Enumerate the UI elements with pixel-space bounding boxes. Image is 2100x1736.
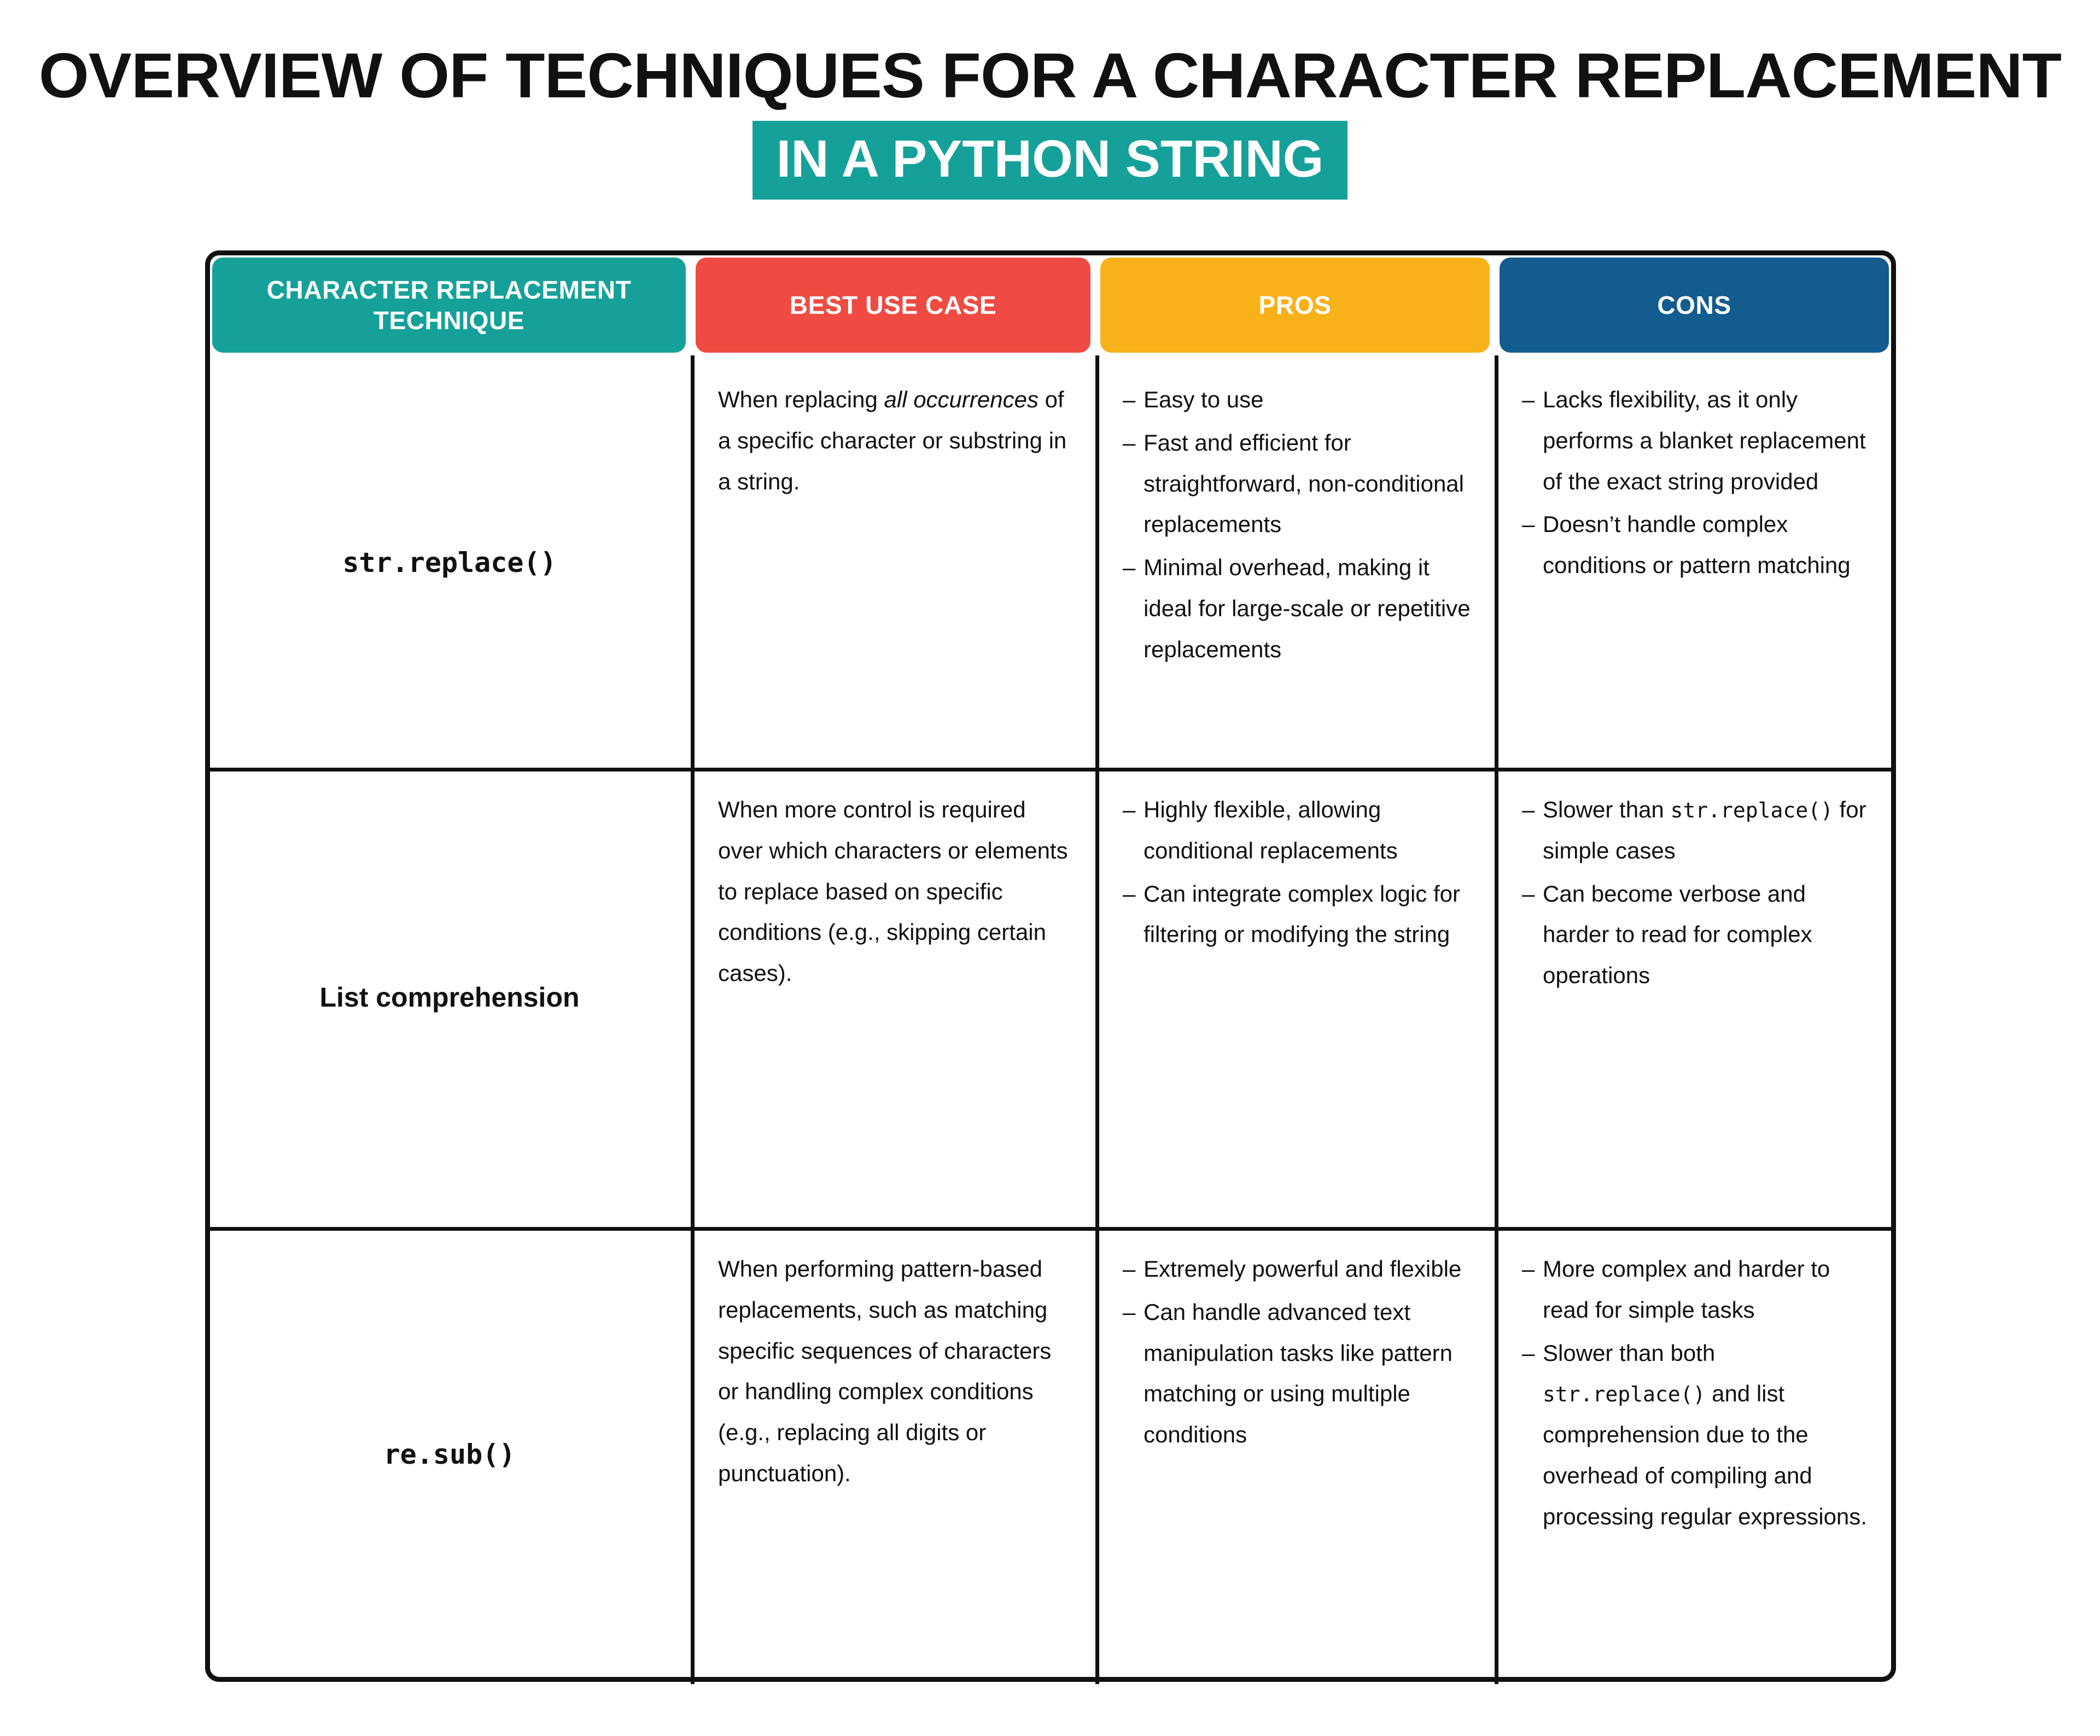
column-header-best-use-case: Best Use Case: [696, 258, 1090, 353]
list-item: Doesn’t handle complex conditions or pat…: [1522, 504, 1872, 586]
list-item: Highly flexible, allowing conditional re…: [1123, 790, 1471, 872]
list-item: Can handle advanced text manipulation ta…: [1123, 1292, 1471, 1456]
technique-name-re-sub: re.sub(): [383, 1438, 516, 1470]
best-use-case-text-2: When more control is required over which…: [718, 797, 1068, 986]
list-item: Can become verbose and harder to read fo…: [1522, 874, 1872, 996]
best-use-case-emphasis-1: all occurrences: [884, 387, 1039, 412]
table-row-2-best-use-case-cell: When more control is required over which…: [691, 765, 1095, 1229]
cons-list-3: More complex and harder to read for simp…: [1522, 1249, 1872, 1539]
inline-code-str-replace: str.replace(): [1543, 1382, 1706, 1407]
table-row-3-cons-cell: More complex and harder to read for simp…: [1495, 1225, 1896, 1684]
technique-label-1: str.replace(): [232, 539, 667, 587]
page-title-line-2: In a Python String: [752, 120, 1348, 200]
list-item: Slower than both str.replace() and list …: [1522, 1333, 1872, 1538]
column-header-cons: Cons: [1500, 258, 1889, 353]
table-row-1-cons-cell: Lacks flexibility, as it only performs a…: [1495, 355, 1896, 770]
technique-label-3: re.sub(): [232, 1430, 667, 1479]
table-row-2-cons-cell: Slower than str.replace() for simple cas…: [1495, 765, 1896, 1229]
table-grid: Character Replacement Technique Best Use…: [205, 250, 1896, 1684]
list-item: Can integrate complex logic for filterin…: [1123, 874, 1471, 956]
page-subtitle-wrap: In a Python String: [0, 120, 2100, 200]
table-row-1-technique-cell: str.replace(): [205, 358, 691, 768]
cons-post: and list comprehension due to the overhe…: [1543, 1381, 1867, 1529]
list-item: Fast and efficient for straightforward, …: [1123, 423, 1471, 545]
list-item: Slower than str.replace() for simple cas…: [1522, 790, 1872, 872]
best-use-case-pre-1: When replacing: [718, 387, 884, 412]
table-row-1-pros-cell: Easy to use Fast and efficient for strai…: [1095, 355, 1495, 770]
list-item: Easy to use: [1123, 379, 1471, 420]
list-item: Lacks flexibility, as it only performs a…: [1522, 379, 1872, 502]
technique-name-list-comprehension: List comprehension: [319, 981, 580, 1013]
comparison-table: Character Replacement Technique Best Use…: [205, 250, 1896, 1684]
table-row-1-best-use-case-cell: When replacing all occurrences of a spec…: [691, 355, 1095, 770]
cons-pre: More complex and harder to read for simp…: [1543, 1256, 1830, 1323]
best-use-case-text-1: When replacing all occurrences of a spec…: [718, 379, 1071, 502]
best-use-case-text-3: When performing pattern-based replacemen…: [718, 1256, 1052, 1486]
column-header-technique: Character Replacement Technique: [212, 258, 686, 353]
pros-list-2: Highly flexible, allowing conditional re…: [1123, 790, 1471, 957]
pros-list-1: Easy to use Fast and efficient for strai…: [1123, 379, 1471, 672]
pros-list-3: Extremely powerful and flexible Can hand…: [1123, 1249, 1471, 1458]
table-row-3-technique-cell: re.sub(): [205, 1227, 691, 1682]
list-item: Minimal overhead, making it ideal for la…: [1123, 547, 1471, 670]
table-row-3-pros-cell: Extremely powerful and flexible Can hand…: [1095, 1225, 1495, 1684]
cons-list-1: Lacks flexibility, as it only performs a…: [1522, 379, 1872, 588]
table-row-2-pros-cell: Highly flexible, allowing conditional re…: [1095, 765, 1495, 1229]
technique-label-2: List comprehension: [232, 979, 667, 1016]
technique-name-str-replace: str.replace(): [342, 546, 557, 578]
list-item: Extremely powerful and flexible: [1123, 1249, 1471, 1290]
list-item: More complex and harder to read for simp…: [1522, 1249, 1872, 1331]
best-use-case-post-1: of a specific character or substring in …: [718, 387, 1067, 494]
cons-pre: Slower than: [1543, 797, 1671, 822]
column-header-pros: Pros: [1100, 258, 1490, 353]
cons-pre: Can become verbose and harder to read fo…: [1543, 880, 1812, 989]
page-title-block: Overview of Techniques for a Character R…: [0, 0, 2100, 200]
inline-code-str-replace: str.replace(): [1670, 798, 1833, 822]
table-row-3-best-use-case-cell: When performing pattern-based replacemen…: [691, 1225, 1095, 1684]
cons-post: for simple cases: [1543, 797, 1866, 863]
cons-list-2: Slower than str.replace() for simple cas…: [1522, 790, 1872, 998]
page-title-line-1: Overview of Techniques for a Character R…: [38, 40, 2062, 111]
table-row-2-technique-cell: List comprehension: [205, 768, 691, 1227]
cons-pre: Slower than both: [1543, 1340, 1716, 1366]
